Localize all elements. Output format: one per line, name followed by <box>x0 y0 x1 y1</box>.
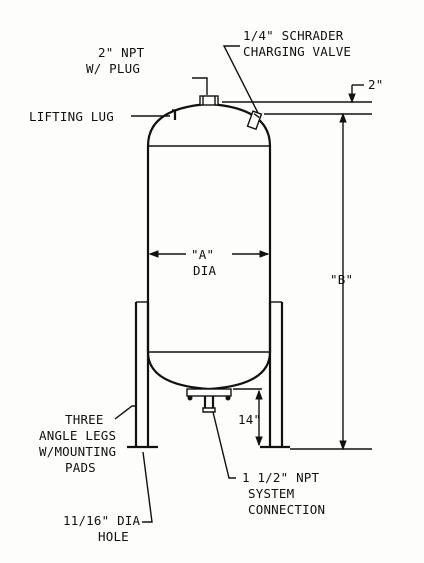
schrader-label-2: CHARGING VALVE <box>243 44 351 59</box>
top-offset-label: 2" <box>368 77 383 92</box>
lifting-lug-label: LIFTING LUG <box>29 109 114 124</box>
lifting-lug <box>172 109 178 120</box>
npt-plug-label-2: W/ PLUG <box>86 61 140 76</box>
left-leg <box>134 301 150 447</box>
diameter-dimension <box>148 250 270 258</box>
system-connection-fitting <box>186 388 232 413</box>
schrader-label-1: 1/4" SCHRADER <box>243 28 344 43</box>
leader-lines <box>114 45 259 523</box>
right-leg <box>268 301 284 447</box>
legs-label-3: W/MOUNTING <box>39 444 116 459</box>
leg-height-dimension <box>233 388 263 447</box>
legs-label-1: THREE <box>65 412 104 427</box>
top-npt-plug <box>199 95 219 106</box>
leg-height-label: 14" <box>238 412 261 427</box>
system-label-3: CONNECTION <box>248 502 325 517</box>
diameter-label-2: DIA <box>193 263 216 278</box>
hole-label-2: HOLE <box>98 529 129 544</box>
height-dimension <box>222 84 372 451</box>
tank-bottom-head <box>146 351 272 391</box>
npt-plug-label-1: 2" NPT <box>98 45 145 60</box>
legs-label-2: ANGLE LEGS <box>39 428 116 443</box>
system-label-2: SYSTEM <box>248 486 294 501</box>
height-label: "B" <box>330 272 353 287</box>
system-label-1: 1 1/2" NPT <box>242 470 320 485</box>
hole-label-1: 11/16" DIA <box>63 513 141 528</box>
legs-label-4: PADS <box>65 460 96 475</box>
diameter-label-1: "A" <box>191 247 214 262</box>
